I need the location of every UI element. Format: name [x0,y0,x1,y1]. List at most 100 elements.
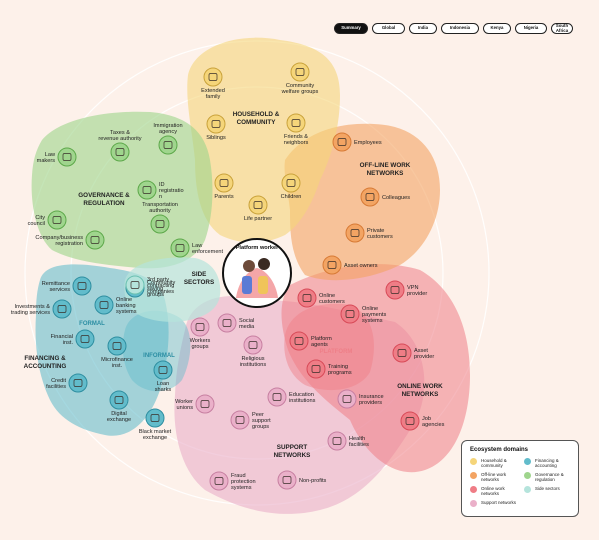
actor-node[interactable]: Colleagues [360,187,410,207]
title-financing-2: ACCOUNTING [24,363,67,370]
icon-glyph [311,365,321,373]
icon-glyph [327,261,337,269]
subregion-platform: PLATFORM [320,349,353,355]
icon-glyph [200,400,210,408]
title-offline-2: NETWORKS [367,170,404,177]
digital-exchange-icon [109,390,129,410]
investment-icon [52,299,72,319]
icon-glyph [158,366,168,374]
black-market-icon [145,408,165,428]
side-region [124,257,221,322]
title-governance-1: GOVERNANCE & [78,192,130,199]
actor-node[interactable]: Investments &trading services [11,299,72,319]
icon-glyph [350,229,360,237]
tab-south-africa[interactable]: South Africa [551,23,573,34]
legend-item: Household & community [470,458,522,468]
education-icon [267,387,287,407]
legend-item: Financing & accounting [524,458,576,468]
tab-indonesia[interactable]: Indonesia [441,23,479,34]
icon-glyph [155,220,165,228]
actor-node[interactable]: Parents [214,173,234,200]
online-region [281,264,470,473]
icon-glyph [342,395,352,403]
actor-label: Taxes &revenue authority [98,130,141,142]
tab-nigeria[interactable]: Nigeria [515,23,547,34]
domain-titles: HOUSEHOLD & COMMUNITY OFF-LINE WORK NETW… [24,111,444,459]
tab-summary[interactable]: Summary [334,23,368,34]
parents-icon [214,173,234,193]
icon-glyph [214,477,224,485]
title-side-1: SIDE [192,271,207,278]
title-financing-1: FINANCING & [24,355,66,362]
tab-kenya[interactable]: Kenya [483,23,511,34]
actor-node[interactable]: Asset owners [322,255,378,275]
loan-shark-icon [153,360,173,380]
subregion-informal: INFORMAL [143,353,175,359]
actor-node[interactable]: Children [281,173,302,200]
city-council-icon [47,210,67,230]
social-media-icon [217,313,237,333]
actor-node[interactable]: Life partner [244,195,272,222]
actor-node[interactable]: Siblings [206,114,226,141]
actor-label: Asset owners [344,263,378,269]
tab-india[interactable]: India [409,23,437,34]
tax-icon [110,142,130,162]
actor-label: Siblings [206,135,226,141]
icon-glyph [345,310,355,318]
platform-worker-center[interactable]: Platform worker [222,238,292,308]
icon-glyph [222,319,232,327]
actor-node[interactable]: Employees [332,132,382,152]
tab-global[interactable]: Global [372,23,405,34]
actor-node[interactable]: Non-profits [277,470,327,490]
actor-node[interactable]: Taxes &revenue authority [98,130,142,162]
title-household-1: HOUSEHOLD & [233,111,280,118]
workers-groups-icon [190,317,210,337]
actor-node[interactable]: Friends &neighbors [284,113,309,146]
police-icon [170,238,190,258]
